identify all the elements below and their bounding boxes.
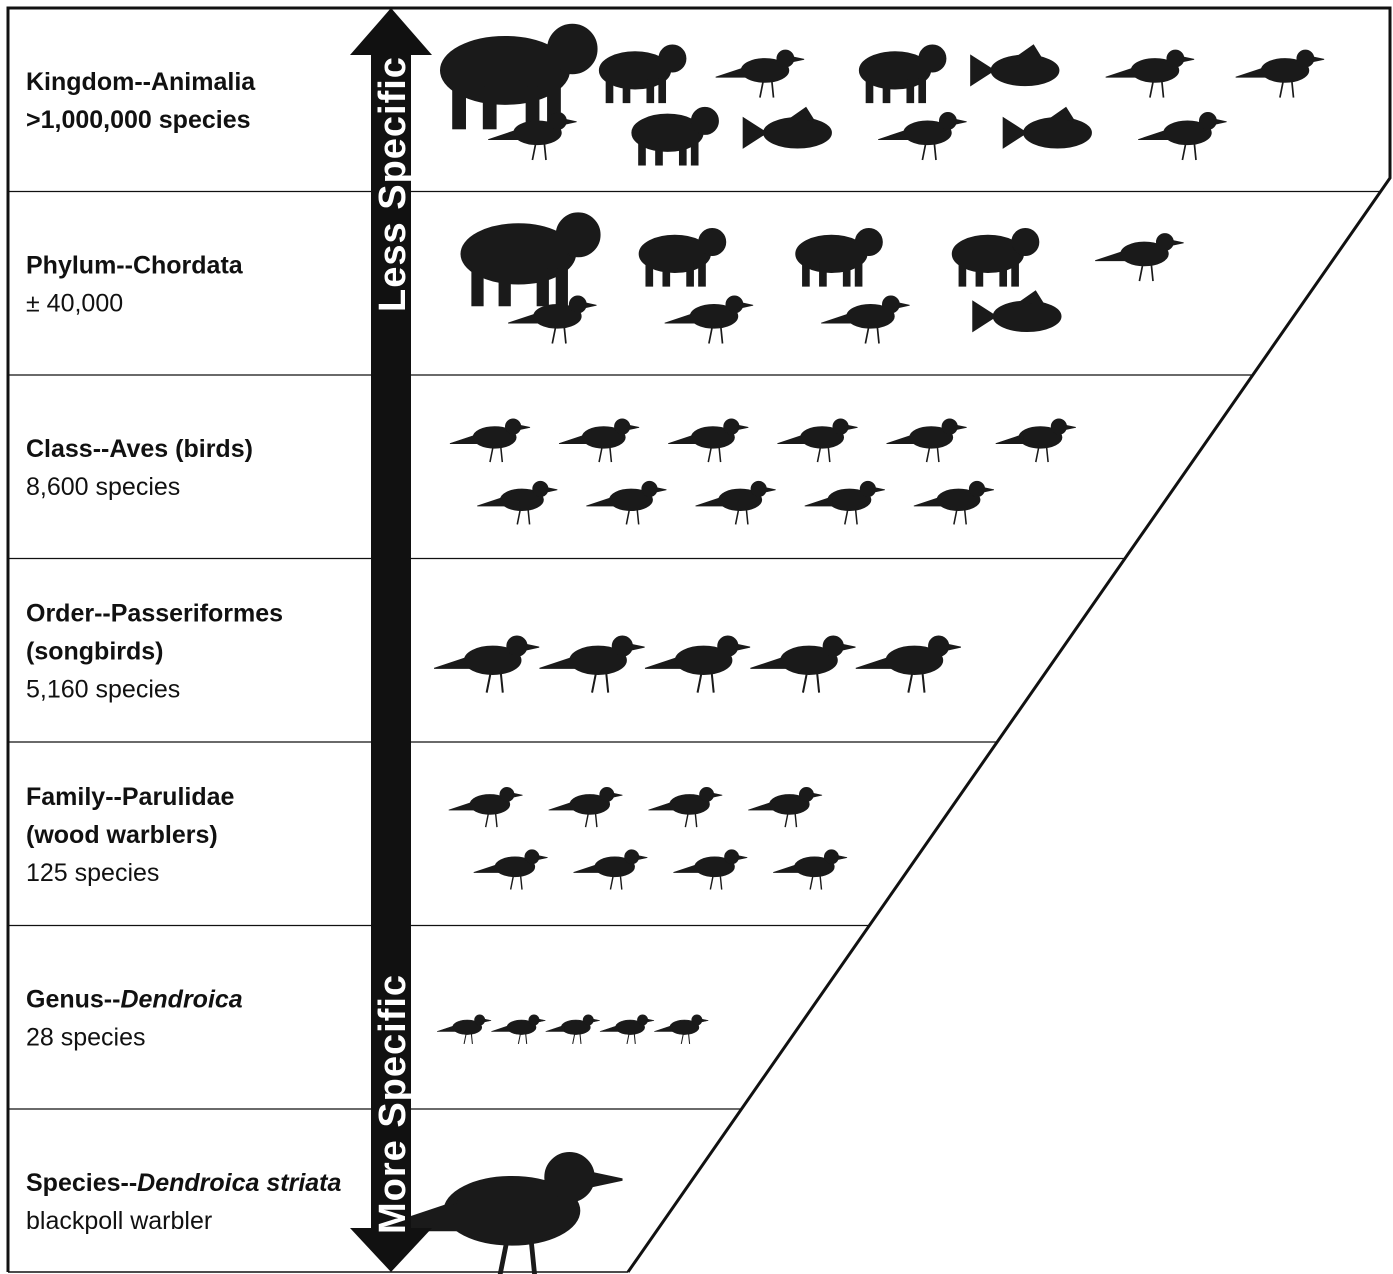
starfish-icon (971, 45, 1059, 86)
rank-title: Family--Parulidae (26, 783, 235, 811)
rank-name: Species-- (26, 1169, 137, 1197)
taxon-name: Chordata (133, 251, 244, 279)
elephant-icon (441, 25, 597, 129)
warbler-icon (437, 1015, 491, 1044)
chickadee-icon (540, 636, 645, 693)
warbler-icon (586, 481, 666, 524)
rank-title: Order--Passeriformes (26, 599, 283, 627)
rank-detail: blackpoll warbler (26, 1207, 212, 1235)
rank-detail: (songbirds) (26, 637, 164, 665)
pike-fish-icon (743, 107, 831, 148)
rank-detail: 28 species (26, 1023, 146, 1051)
cardinal-icon (856, 636, 961, 693)
rank-detail: (wood warblers) (26, 821, 218, 849)
taxon-name: Animalia (151, 68, 256, 96)
rank-detail: 8,600 species (26, 473, 180, 501)
taxon-name: Dendroica striata (137, 1169, 341, 1197)
rank-label-phylum: Phylum--Chordata ± 40,000 (26, 251, 244, 317)
warbler-icon (654, 1015, 708, 1044)
silverfish-icon (1003, 107, 1091, 148)
diagram-frame (8, 8, 1390, 1272)
rank-labels: Kingdom--Animalia >1,000,000 speciesPhylu… (26, 68, 342, 1235)
rank-detail: ± 40,000 (26, 289, 123, 317)
plover-icon (508, 296, 596, 344)
rank-name: Class-- (26, 435, 109, 463)
rank-name: Order-- (26, 599, 111, 627)
animal-illustrations (373, 25, 1324, 1274)
frog-icon (859, 45, 946, 103)
cardinal-icon (450, 419, 530, 462)
hawk-icon (668, 419, 748, 462)
warbler-icon (673, 850, 747, 890)
lobster-icon (878, 112, 966, 160)
frog-icon (796, 228, 883, 286)
warbler-icon (600, 1015, 654, 1044)
chickadee-icon (1138, 112, 1226, 160)
rank-title: Kingdom--Animalia (26, 68, 256, 96)
rank-name: Kingdom-- (26, 68, 151, 96)
rodent-icon (599, 45, 686, 103)
rank-title: Class--Aves (birds) (26, 435, 253, 463)
rank-title: Species--Dendroica striata (26, 1169, 342, 1197)
warbler-icon (474, 850, 548, 890)
rank-detail: 125 species (26, 859, 159, 887)
finch-icon (777, 419, 857, 462)
rank-name: Genus-- (26, 985, 120, 1013)
warbler-icon (773, 850, 847, 890)
sandpiper-icon (696, 481, 776, 524)
warbler-icon (549, 787, 623, 827)
warbler-icon (491, 1015, 545, 1044)
cone-shell-icon (1236, 50, 1324, 98)
mouse-icon (639, 228, 726, 286)
canada-goose-icon (914, 481, 994, 524)
warbler-icon (748, 787, 822, 827)
rank-title: Phylum--Chordata (26, 251, 244, 279)
duck-icon (477, 481, 557, 524)
chickadee-icon (1095, 234, 1183, 282)
rank-label-family: Family--Parulidae (wood warblers) 125 spec… (26, 783, 235, 887)
rank-name: Family-- (26, 783, 122, 811)
taxon-name: Aves (birds) (109, 435, 253, 463)
redstart-icon (648, 787, 722, 827)
robin-icon (434, 636, 539, 693)
hummingbird-icon (887, 419, 967, 462)
rank-name: Phylum-- (26, 251, 133, 279)
taxon-name: Passeriformes (111, 599, 283, 627)
sparrow-icon (750, 636, 855, 693)
pigeon-icon (996, 419, 1076, 462)
rank-label-class: Class--Aves (birds) 8,600 species (26, 435, 253, 501)
fox-icon (952, 228, 1039, 286)
rank-detail: 5,160 species (26, 675, 180, 703)
frame-outline (8, 8, 1390, 1272)
tiger-icon (461, 213, 600, 305)
clam-icon (1106, 50, 1194, 98)
rank-label-species: Species--Dendroica striata blackpoll warb… (26, 1169, 342, 1235)
arrow-head-up (350, 8, 432, 55)
specificity-arrow: Less Specific More Specific (350, 8, 432, 1272)
taxon-name: Dendroica (120, 985, 242, 1013)
snake-icon (665, 296, 753, 344)
owl-icon (821, 296, 909, 344)
pheasant-icon (805, 481, 885, 524)
sunfish-icon (973, 291, 1061, 332)
more-specific-label: More Specific (372, 974, 414, 1234)
cat-icon (632, 107, 719, 165)
spider-icon (716, 50, 804, 98)
warbler-icon (574, 850, 648, 890)
less-specific-label: Less Specific (372, 56, 414, 312)
warbler-icon (546, 1015, 600, 1044)
owl-icon (559, 419, 639, 462)
bluebird-icon (645, 636, 750, 693)
rank-label-order: Order--Passeriformes (songbirds) 5,160 spe… (26, 599, 283, 703)
taxon-name: Parulidae (122, 783, 235, 811)
rank-detail: >1,000,000 species (26, 106, 251, 134)
warbler-icon (449, 787, 523, 827)
rank-label-kingdom: Kingdom--Animalia >1,000,000 species (26, 68, 256, 134)
rank-title: Genus--Dendroica (26, 985, 243, 1013)
rank-label-genus: Genus--Dendroica 28 species (26, 985, 243, 1051)
